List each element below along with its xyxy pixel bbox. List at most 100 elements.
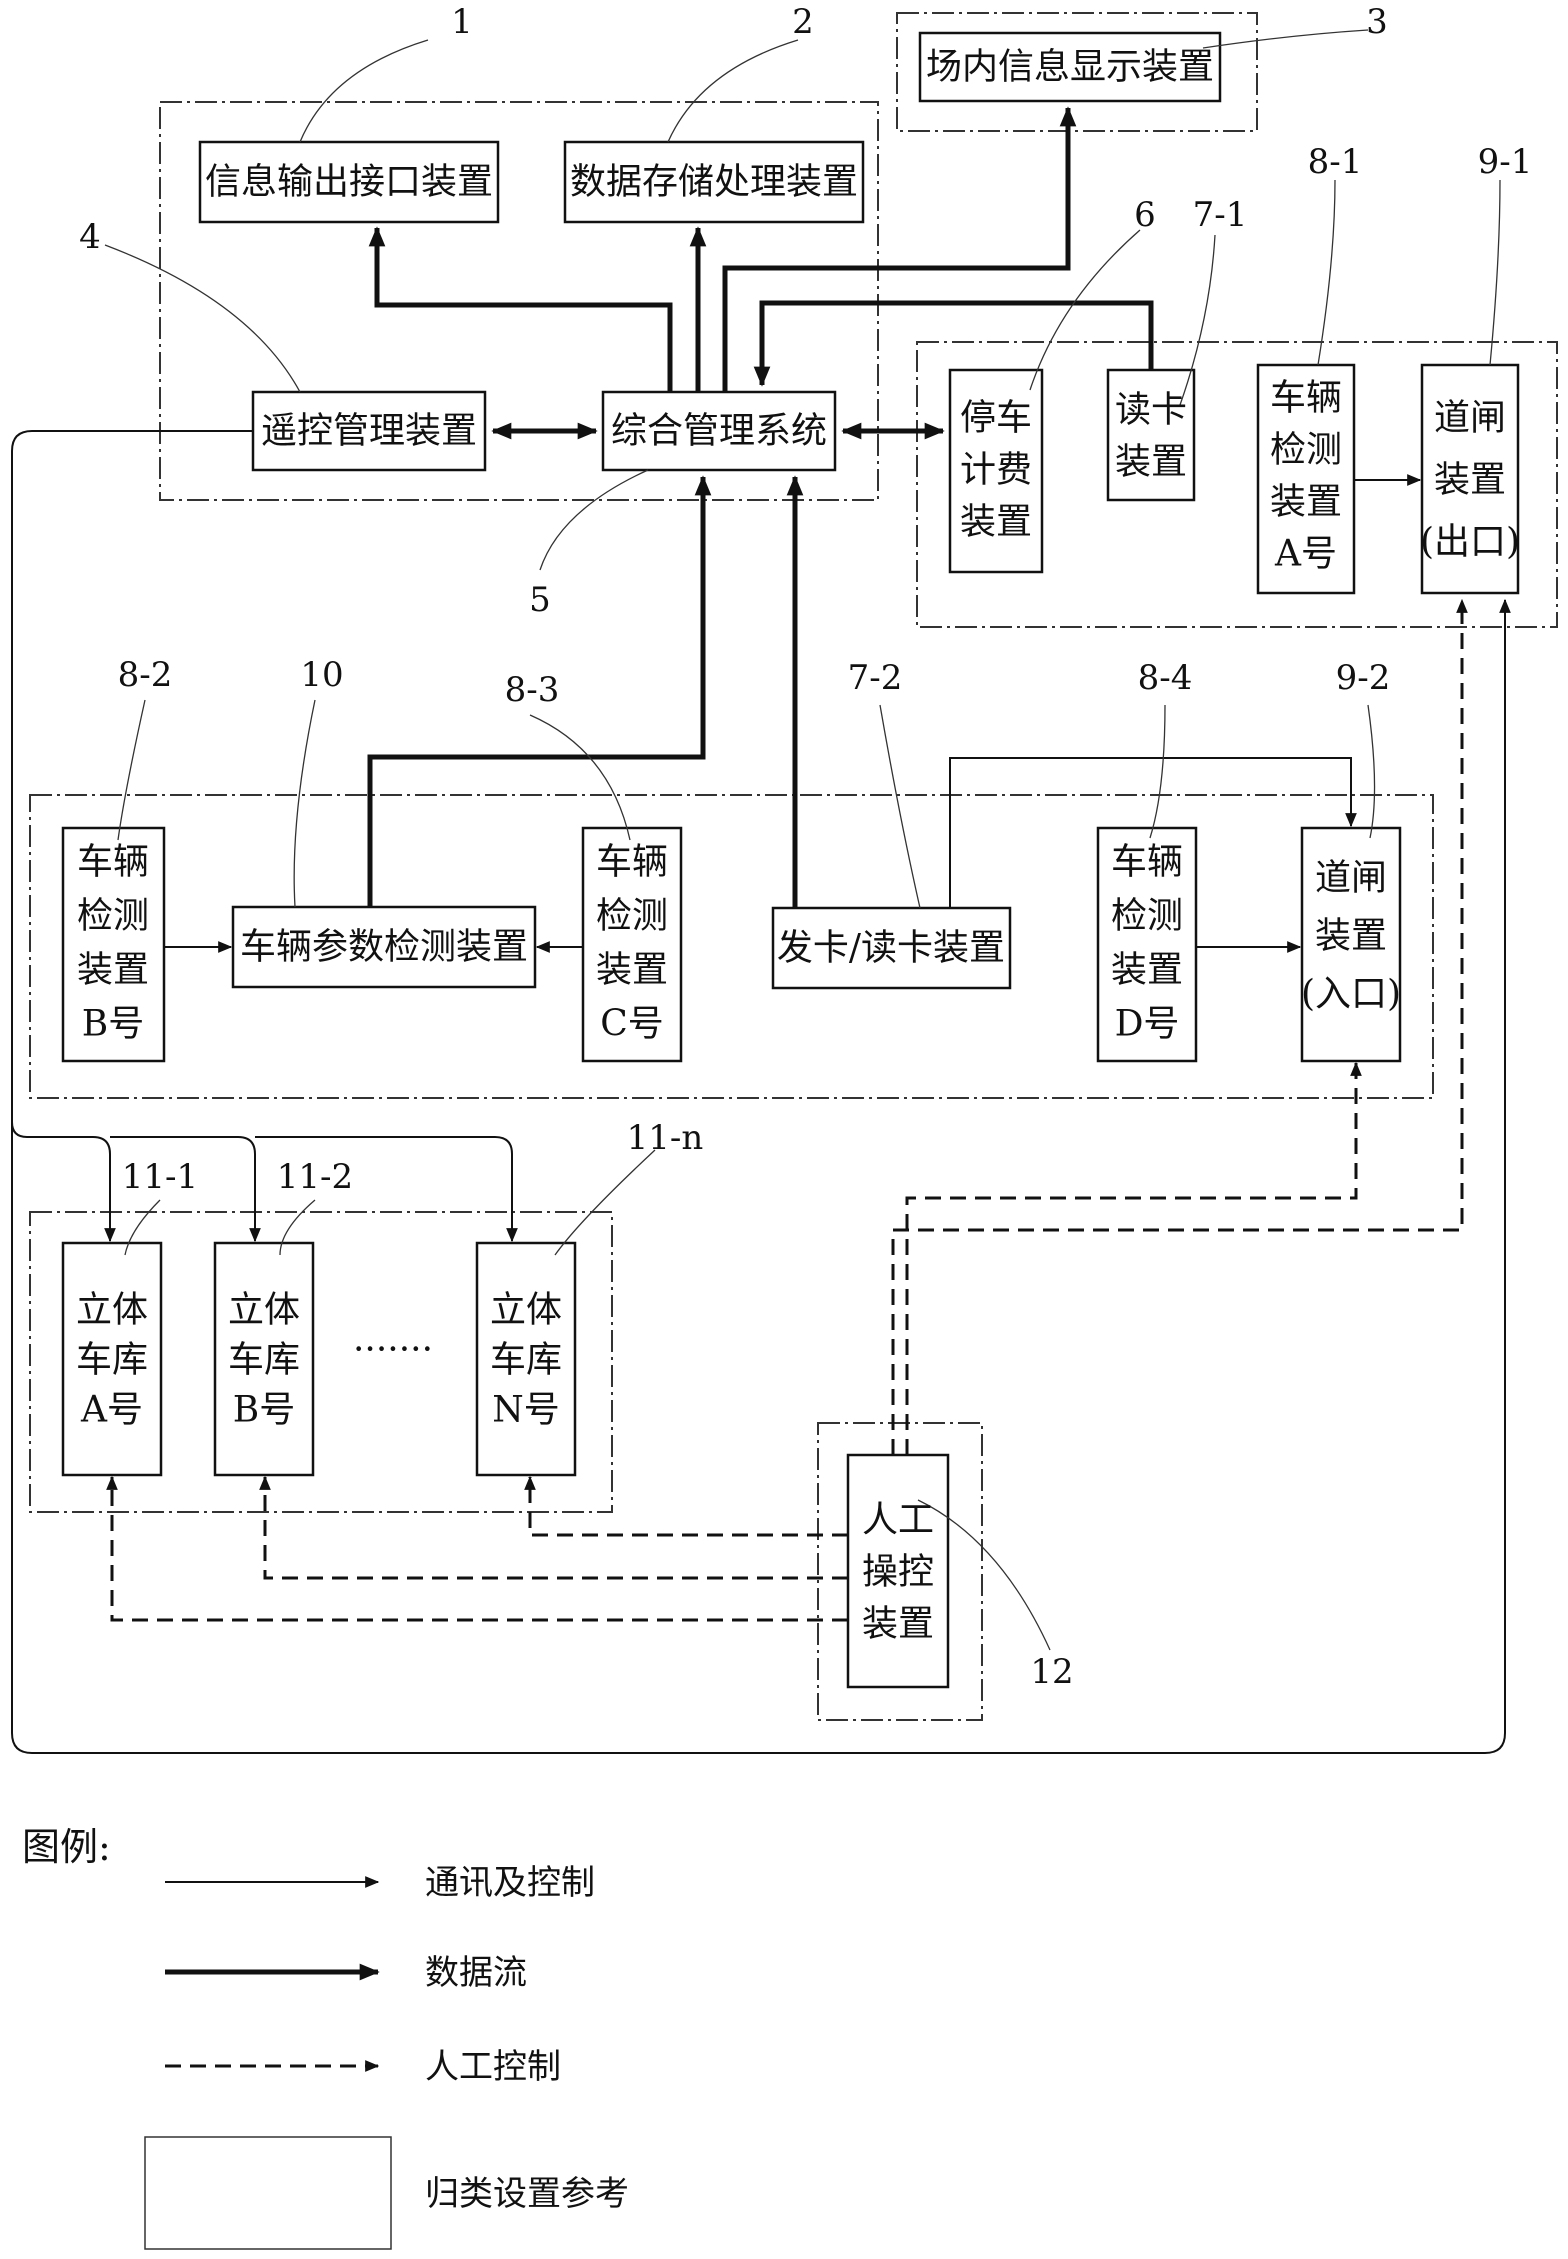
garage-n-label-line: 立体 <box>490 1290 562 1331</box>
manual-control-label-line: 装置 <box>862 1604 934 1645</box>
ref-5: 5 <box>529 580 551 620</box>
manual-to-gate-entry <box>907 1063 1356 1455</box>
detector-c-label-line: 车辆 <box>596 842 668 883</box>
ref-8-1: 8-1 <box>1308 142 1363 182</box>
remote-management-label: 遥控管理装置 <box>261 411 477 452</box>
detector-b-label-line: B号 <box>82 1004 144 1045</box>
gate-entry-label-line: 道闸 <box>1315 858 1387 899</box>
garage-n-label: 立体车库 N号 <box>490 1290 562 1431</box>
ref-11-n: 11-n <box>627 1118 704 1158</box>
manual-to-garage-a <box>112 1477 848 1620</box>
control-remote-loop <box>12 431 1505 1753</box>
manual-to-garage-b <box>265 1477 848 1578</box>
garage-n-label-line: 车库 <box>490 1340 562 1381</box>
garage-a-label-line: 车库 <box>76 1340 148 1381</box>
detector-d-label-line: 检测 <box>1111 896 1183 937</box>
detector-d-label-line: 车辆 <box>1111 842 1183 883</box>
billing-label: 停车计费装置 <box>960 398 1032 543</box>
detector-d-label-line: 装置 <box>1111 950 1183 991</box>
legend-thick-label: 数据流 <box>425 1953 527 1993</box>
leader-8-3 <box>530 715 630 840</box>
garage-b-label-line: 立体 <box>228 1290 300 1331</box>
ref-8-4: 8-4 <box>1138 658 1193 698</box>
ref-9-1: 9-1 <box>1478 142 1533 182</box>
legend: 图例: 通讯及控制 数据流 人工控制 归类设置参考 <box>22 1825 629 2249</box>
detector-a-label-line: A号 <box>1274 534 1337 575</box>
info-output-label: 信息输出接口装置 <box>205 162 493 203</box>
ref-4: 4 <box>79 217 101 257</box>
detector-b-label-line: 装置 <box>77 950 149 991</box>
billing-label-line: 计费 <box>960 450 1032 491</box>
leader-8-4 <box>1150 705 1165 838</box>
leader-9-2 <box>1368 705 1375 838</box>
garage-ellipsis: ······· <box>353 1330 433 1371</box>
gate-exit-label-line: 装置 <box>1434 460 1506 501</box>
manual-control-label: 人工操控装置 <box>862 1500 934 1645</box>
card-reader-label-line: 读卡 <box>1115 390 1187 431</box>
garage-a-label-line: 立体 <box>76 1290 148 1331</box>
detector-c-label-line: 装置 <box>596 950 668 991</box>
legend-dashed-label: 人工控制 <box>425 2047 561 2087</box>
leader-10 <box>294 700 315 907</box>
leader-1 <box>300 40 428 142</box>
ref-7-2: 7-2 <box>848 658 903 698</box>
garage-b-label-line: 车库 <box>228 1340 300 1381</box>
billing-label-line: 装置 <box>960 502 1032 543</box>
gate-exit-label-line: 道闸 <box>1434 398 1506 439</box>
ref-8-3: 8-3 <box>505 670 560 710</box>
card-issue-label-line: 发卡/读卡装置 <box>777 928 1005 969</box>
gate-entry-label-line: 装置 <box>1315 916 1387 957</box>
ref-1: 1 <box>451 2 473 42</box>
legend-group-box <box>145 2137 391 2249</box>
garage-n-label-line: N号 <box>492 1390 560 1431</box>
data-storage-label: 数据存储处理装置 <box>570 162 858 203</box>
leader-5 <box>540 470 648 570</box>
ref-3: 3 <box>1366 2 1388 42</box>
detector-b-label-line: 检测 <box>77 896 149 937</box>
leader-7-2 <box>880 705 920 908</box>
ref-8-2: 8-2 <box>118 655 173 695</box>
gate-exit-label-line: (出口) <box>1420 522 1520 563</box>
detector-c-label-line: C号 <box>600 1004 664 1045</box>
gate-entry-label-line: (入口) <box>1301 974 1401 1015</box>
integrated-management-label: 综合管理系统 <box>611 411 827 452</box>
garage-b-label-line: B号 <box>233 1390 295 1431</box>
ref-11-2: 11-2 <box>277 1157 353 1197</box>
legend-thin-label: 通讯及控制 <box>425 1863 595 1903</box>
detector-b-label-line: 车辆 <box>77 842 149 883</box>
detector-a-label-line: 车辆 <box>1270 378 1342 419</box>
param-detect-label-line: 车辆参数检测装置 <box>240 927 528 968</box>
card-reader-label-line: 装置 <box>1115 442 1187 483</box>
leader-2 <box>668 40 798 142</box>
ref-9-2: 9-2 <box>1336 658 1391 698</box>
leader-4 <box>105 245 300 392</box>
billing-label-line: 停车 <box>960 398 1032 439</box>
detector-d-label-line: D号 <box>1115 1004 1180 1045</box>
manual-to-garage-n <box>530 1477 848 1535</box>
ref-6: 6 <box>1134 195 1156 235</box>
leader-8-1 <box>1318 180 1335 365</box>
manual-control-label-line: 操控 <box>862 1552 934 1593</box>
dataflow-to-info-output <box>377 228 670 392</box>
leader-11-n <box>555 1150 655 1255</box>
control-remote-to-garage-a <box>12 1122 110 1241</box>
garage-b-label: 立体车库 B号 <box>228 1290 300 1431</box>
ref-2: 2 <box>792 2 814 42</box>
ref-10: 10 <box>300 655 343 695</box>
detector-a-label-line: 检测 <box>1270 430 1342 471</box>
garage-a-label: 立体车库 A号 <box>76 1290 148 1431</box>
ref-11-1: 11-1 <box>122 1157 198 1197</box>
param-detect-label: 车辆参数检测装置 <box>240 927 528 968</box>
leader-6 <box>1030 230 1140 390</box>
leader-3 <box>1203 30 1368 48</box>
leader-9-1 <box>1490 180 1500 365</box>
garage-a-label-line: A号 <box>80 1390 143 1431</box>
gate-exit-label: 道闸装置 (出口) <box>1420 398 1520 563</box>
ref-12: 12 <box>1030 1652 1073 1692</box>
legend-title: 图例: <box>22 1825 111 1869</box>
leader-8-2 <box>118 700 145 840</box>
detector-a-label-line: 装置 <box>1270 482 1342 523</box>
legend-group-label: 归类设置参考 <box>425 2174 629 2214</box>
card-issue-label: 发卡/读卡装置 <box>777 928 1005 969</box>
